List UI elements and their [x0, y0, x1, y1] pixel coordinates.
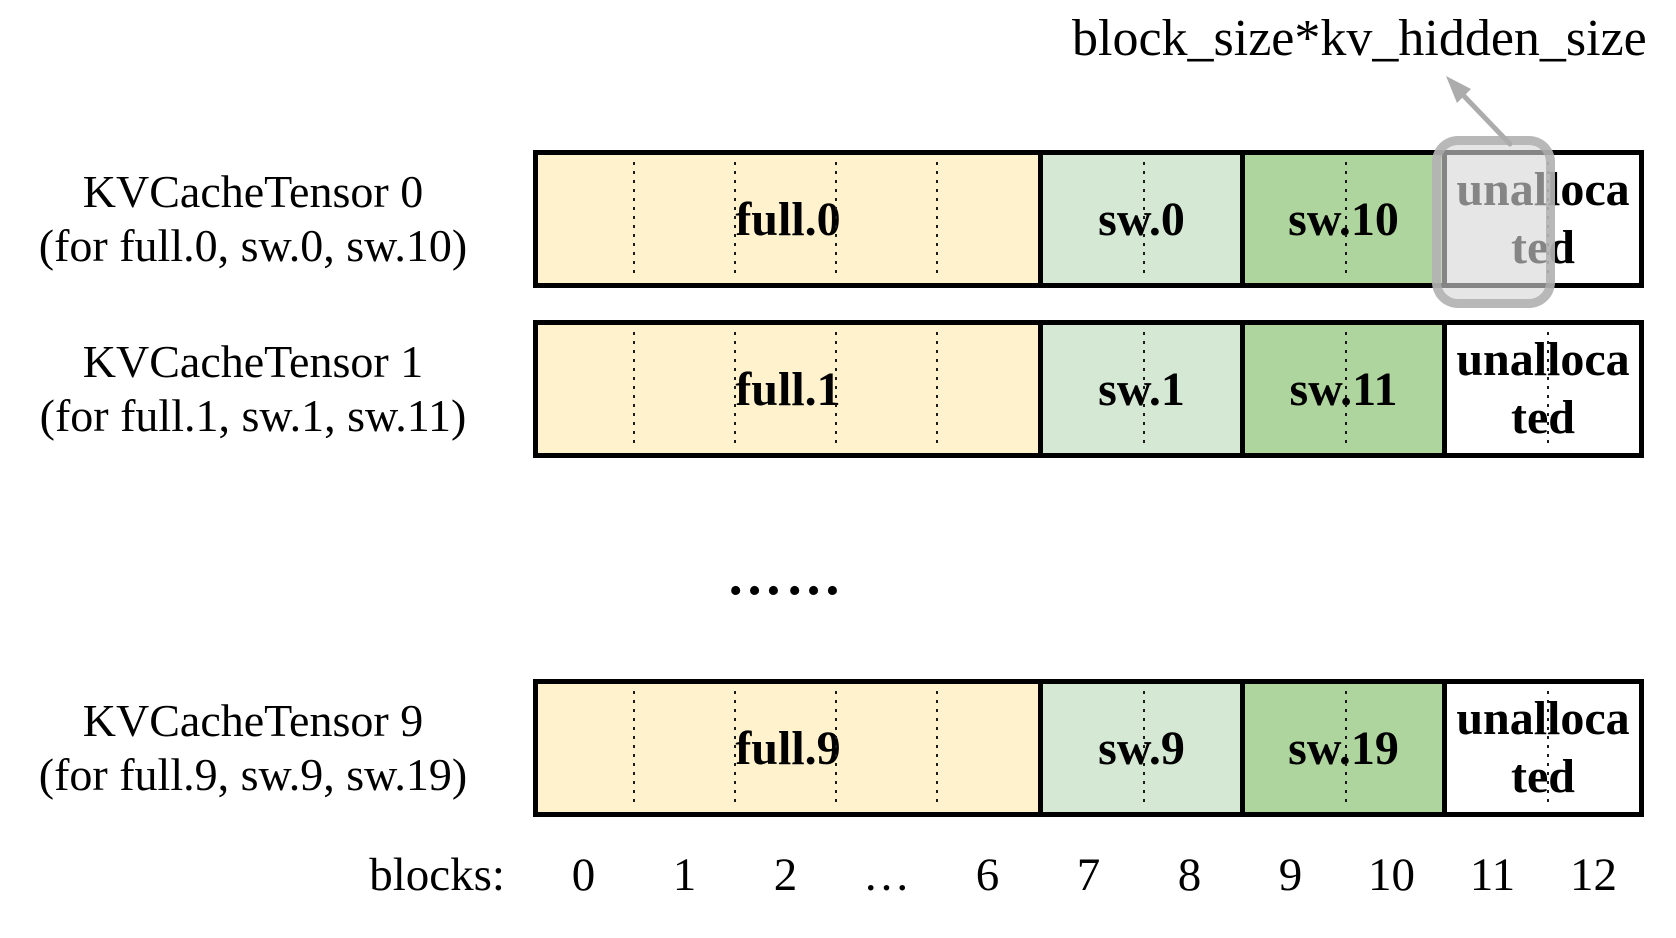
kvcache-tensor-row-0: KVCacheTensor 0 (for full.0, sw.0, sw.10…	[0, 150, 1676, 288]
block-divider-dotted	[835, 332, 837, 446]
block-divider-dotted	[633, 332, 635, 446]
segment-unallocated: unallocated	[1442, 684, 1639, 812]
tensor-label: KVCacheTensor 1 (for full.1, sw.1, sw.11…	[0, 320, 506, 458]
segment-full: full.9	[538, 684, 1038, 812]
segment-label: sw.0	[1098, 192, 1185, 246]
segment-label: unallocated	[1456, 692, 1630, 803]
block-divider-dotted	[734, 162, 736, 276]
block-divider-dotted	[1547, 691, 1549, 805]
blocks-axis: blocks: 0 1 2 … 6 7 8 9 10 11 12	[0, 848, 1676, 914]
tensor-scope: (for full.9, sw.9, sw.19)	[38, 749, 468, 800]
block-divider-dotted	[835, 691, 837, 805]
block-tick: …	[863, 849, 910, 901]
kvcache-tensor-row-1: KVCacheTensor 1 (for full.1, sw.1, sw.11…	[0, 320, 1676, 458]
segment-full: full.0	[538, 155, 1038, 283]
block-tick: 9	[1278, 849, 1303, 901]
block-divider-dotted	[1143, 162, 1145, 276]
block-tick: 2	[773, 849, 798, 901]
block-tick: 11	[1469, 849, 1516, 901]
kvcache-tensor-row-9: KVCacheTensor 9 (for full.9, sw.9, sw.19…	[0, 679, 1676, 817]
block-divider-dotted	[633, 162, 635, 276]
segment-label: full.9	[735, 721, 841, 775]
tensor-label: KVCacheTensor 9 (for full.9, sw.9, sw.19…	[0, 679, 506, 817]
blocks-axis-label: blocks:	[369, 849, 505, 901]
kvcache-tensor-bar: full.1 sw.1 sw.11 unallocated	[533, 320, 1644, 458]
segment-sw-dark: sw.19	[1240, 684, 1442, 812]
block-size-annotation: block_size*kv_hidden_size	[1072, 10, 1647, 67]
tensor-name: KVCacheTensor 1	[82, 336, 424, 388]
segment-label: full.0	[735, 192, 841, 246]
tensor-name: KVCacheTensor 9	[82, 695, 424, 747]
block-divider-dotted	[936, 332, 938, 446]
segment-unallocated: unallocated	[1442, 325, 1639, 453]
segment-full: full.1	[538, 325, 1038, 453]
segment-sw-dark: sw.10	[1240, 155, 1442, 283]
tensor-scope: (for full.1, sw.1, sw.11)	[39, 390, 467, 441]
segment-sw-dark: sw.11	[1240, 325, 1442, 453]
segment-label: sw.9	[1098, 721, 1185, 775]
block-tick: 12	[1570, 849, 1617, 901]
segment-label: sw.10	[1288, 192, 1399, 246]
segment-sw-light: sw.9	[1038, 684, 1240, 812]
block-divider-dotted	[734, 332, 736, 446]
annotation-arrow-icon	[1446, 76, 1513, 147]
block-tick: 1	[672, 849, 697, 901]
segment-label: sw.1	[1098, 362, 1185, 416]
block-tick: 10	[1368, 849, 1415, 901]
segment-label: unallocated	[1456, 333, 1630, 444]
block-divider-dotted	[1345, 162, 1347, 276]
block-divider-dotted	[936, 162, 938, 276]
block-tick: 0	[571, 849, 596, 901]
block-tick: 7	[1076, 849, 1101, 901]
kvcache-tensor-bar: full.9 sw.9 sw.19 unallocated	[533, 679, 1644, 817]
block-divider-dotted	[734, 691, 736, 805]
tensor-scope: (for full.0, sw.0, sw.10)	[38, 220, 468, 271]
block-divider-dotted	[1547, 332, 1549, 446]
segment-sw-light: sw.1	[1038, 325, 1240, 453]
ellipsis-separator: ……	[726, 545, 845, 607]
block-divider-dotted	[835, 162, 837, 276]
block-divider-dotted	[1345, 691, 1347, 805]
tensor-label: KVCacheTensor 0 (for full.0, sw.0, sw.10…	[0, 150, 506, 288]
block-divider-dotted	[1143, 332, 1145, 446]
segment-label: sw.11	[1289, 362, 1398, 416]
block-highlight-box	[1432, 136, 1555, 308]
block-divider-dotted	[633, 691, 635, 805]
block-divider-dotted	[1143, 691, 1145, 805]
block-tick: 8	[1177, 849, 1202, 901]
segment-sw-light: sw.0	[1038, 155, 1240, 283]
block-tick: 6	[975, 849, 1000, 901]
block-divider-dotted	[1345, 332, 1347, 446]
segment-label: sw.19	[1288, 721, 1399, 775]
block-divider-dotted	[936, 691, 938, 805]
segment-label: full.1	[735, 362, 841, 416]
tensor-name: KVCacheTensor 0	[82, 166, 424, 218]
